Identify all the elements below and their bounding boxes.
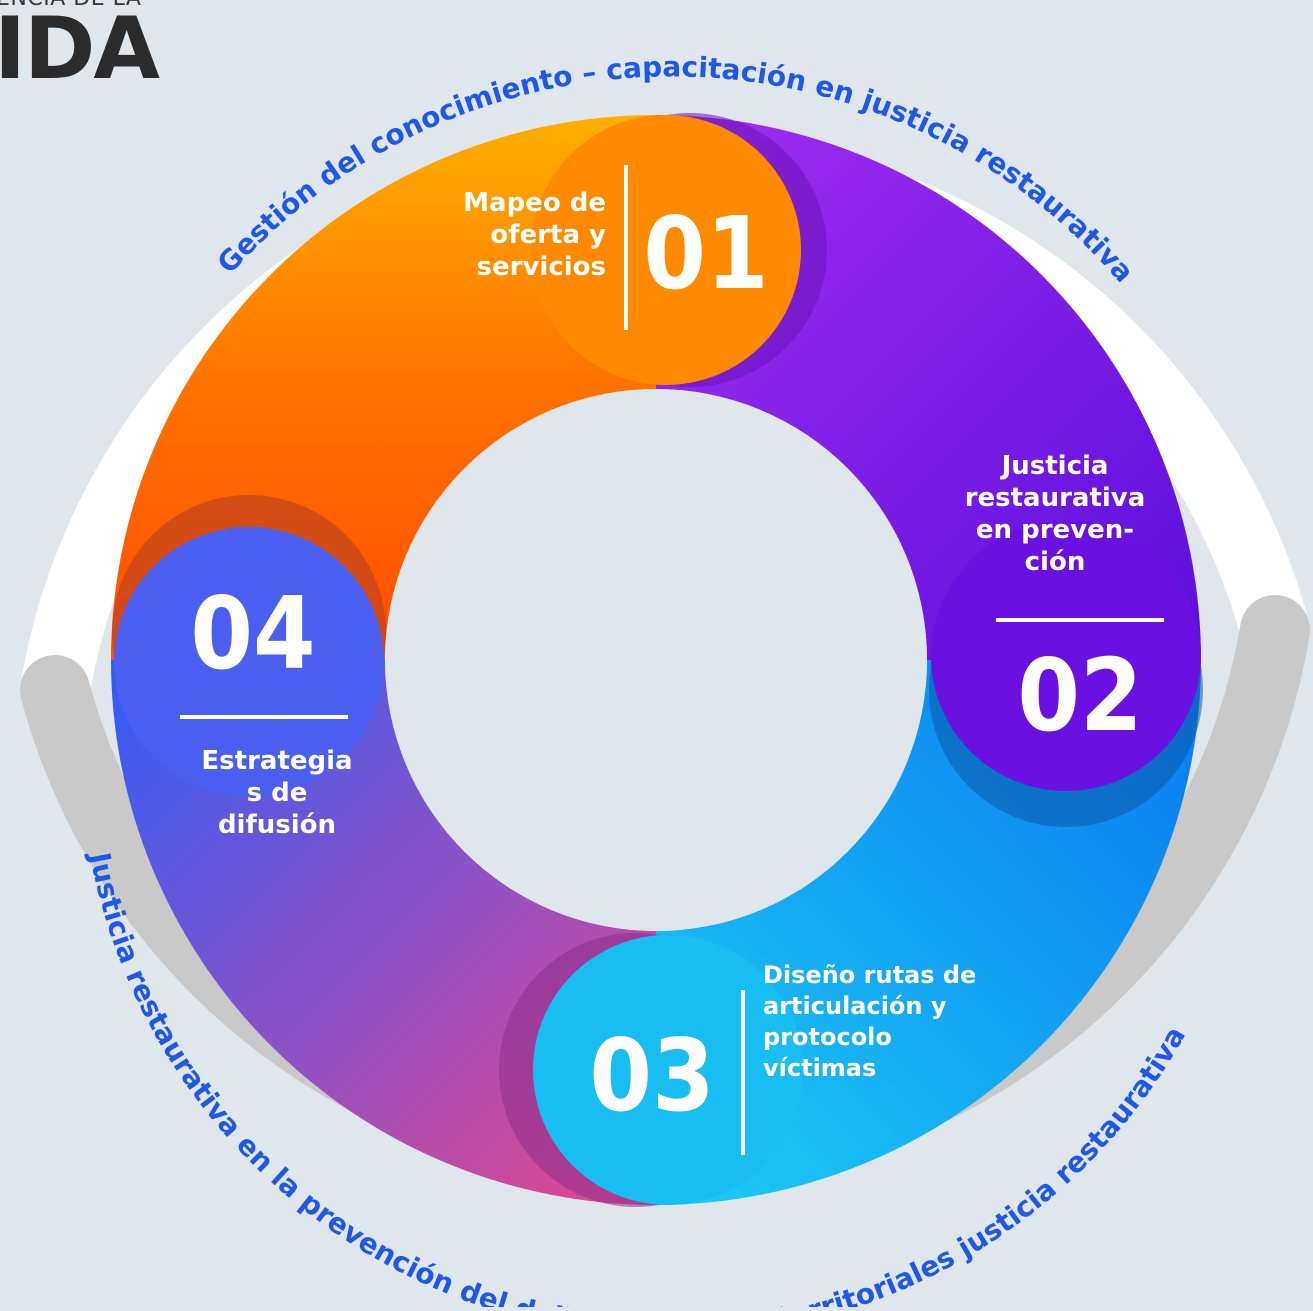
cap-04 (114, 527, 384, 797)
step-label-02-line: ción (1024, 547, 1086, 577)
step-label-02: Justicia restaurativa en preven- ción (950, 450, 1160, 578)
brand-title: IDA (0, 0, 160, 99)
step-label-03: Diseño rutas de articulación y protocolo… (763, 960, 1023, 1084)
step-label-01-line: oferta y (490, 220, 606, 250)
step-label-03-line: protocolo (763, 1023, 892, 1051)
cap-01 (531, 115, 801, 385)
step-label-01-line: Mapeo de (463, 188, 606, 218)
brand-subtitle: ENCIA DE LA (0, 0, 141, 11)
cap-03 (533, 935, 803, 1205)
step-number-01: 01 (643, 195, 768, 312)
step-label-04-line: s de (246, 778, 308, 808)
step-label-04-line: Estrategia (201, 746, 353, 776)
step-number-02: 02 (1017, 637, 1142, 754)
step-label-04-line: difusión (217, 810, 337, 840)
step-label-02-line: restaurativa (964, 483, 1146, 513)
step-label-02-line: en preven- (975, 515, 1135, 545)
cap-02 (931, 521, 1201, 791)
step-number-04: 04 (190, 575, 315, 692)
step-label-03-line: articulación y (763, 992, 947, 1020)
step-number-03: 03 (589, 1017, 714, 1134)
step-label-01: Mapeo de oferta y servicios (430, 187, 606, 283)
step-label-04: Estrategia s de difusión (172, 745, 382, 841)
center-hole (385, 389, 927, 931)
step-label-03-line: Diseño rutas de (763, 961, 977, 989)
step-label-02-line: Justicia (1001, 451, 1109, 481)
step-label-03-line: víctimas (763, 1054, 877, 1082)
step-label-01-line: servicios (476, 252, 606, 282)
